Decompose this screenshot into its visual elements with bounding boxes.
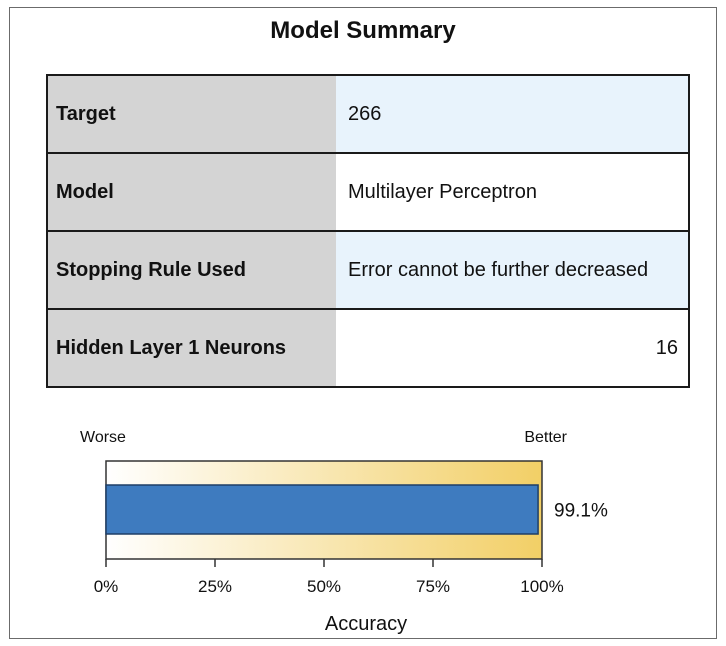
model-summary-table: Target 266 Model Multilayer Perceptron S… [46, 74, 690, 388]
table-row: Target 266 [47, 75, 689, 153]
table-row: Hidden Layer 1 Neurons 16 [47, 308, 689, 387]
bar-series [105, 484, 539, 535]
row-value-model: Multilayer Perceptron [336, 152, 689, 231]
accuracy-chart: Worse Better 99.1% 0% 25% 50% 75% 100% Accur… [80, 429, 608, 635]
page-title: Model Summary [270, 17, 456, 44]
x-tick-label: 75% [416, 577, 450, 596]
worse-label: Worse [80, 429, 126, 446]
table-row: Model Multilayer Perceptron [47, 152, 689, 231]
x-tick-label: 100% [520, 577, 563, 596]
better-label: Better [524, 429, 567, 446]
x-tick-label: 25% [198, 577, 232, 596]
x-axis-ticks: 0% 25% 50% 75% 100% [94, 559, 564, 596]
row-value-stopping-rule: Error cannot be further decreased [336, 230, 689, 309]
table-row: Stopping Rule Used Error cannot be furth… [47, 230, 689, 309]
row-label-model: Model [47, 152, 336, 231]
row-value-target: 266 [336, 75, 689, 153]
accuracy-value-label: 99.1% [554, 501, 608, 522]
accuracy-bar [105, 484, 539, 535]
row-label-target: Target [47, 75, 336, 153]
value-labels: 99.1% [554, 501, 608, 522]
row-label-hidden-neurons: Hidden Layer 1 Neurons [47, 308, 336, 387]
x-tick-label: 0% [94, 577, 119, 596]
row-label-stopping-rule: Stopping Rule Used [47, 230, 336, 309]
x-tick-label: 50% [307, 577, 341, 596]
x-axis-title: Accuracy [325, 613, 407, 635]
row-value-hidden-neurons: 16 [336, 308, 689, 387]
